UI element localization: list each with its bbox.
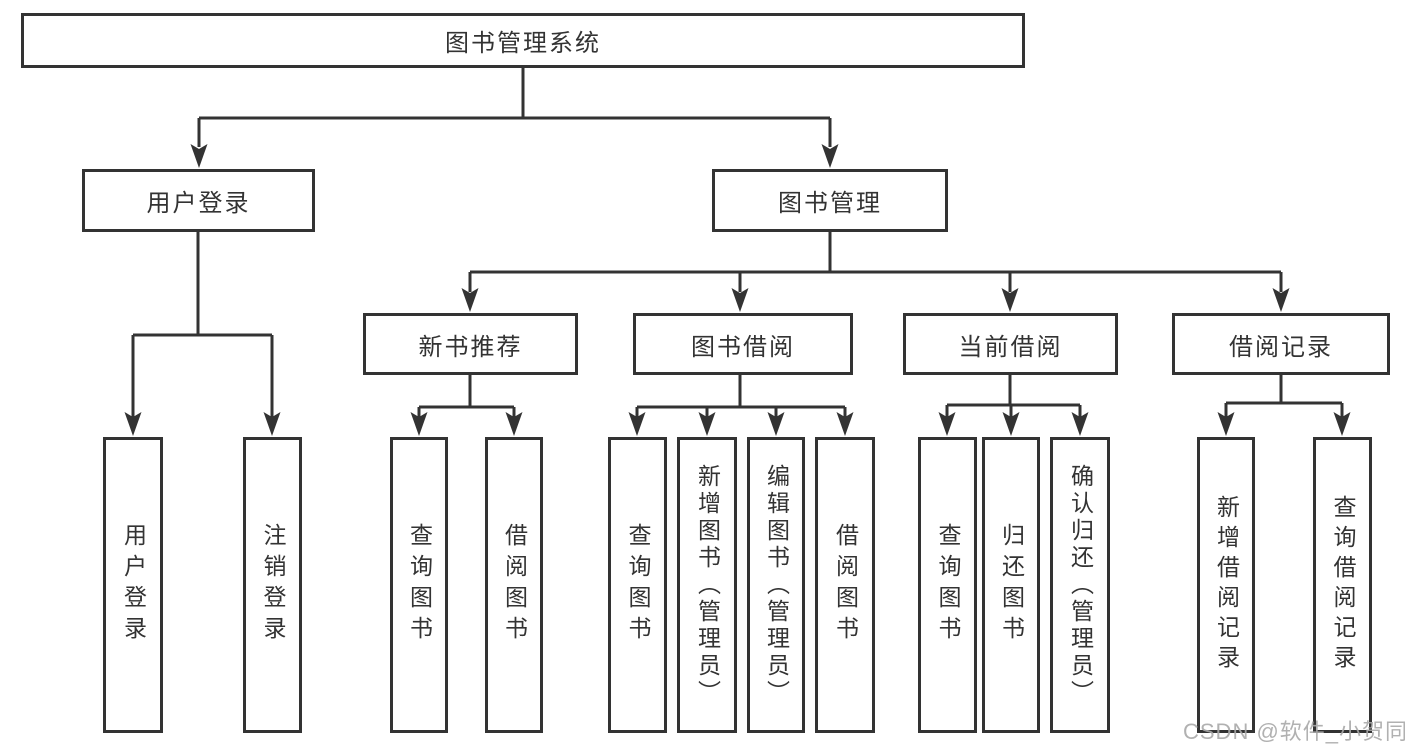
node-library-management-system: 图书管理系统 [21, 13, 1025, 68]
leaf-label: 归还图书 [998, 523, 1025, 647]
node-label: 用户登录 [146, 190, 251, 217]
leaf-label: 借阅图书 [832, 523, 859, 647]
leaf-query-books-current: 查询图书 [918, 437, 977, 733]
leaf-user-login: 用户登录 [103, 437, 163, 733]
leaf-add-borrow-record: 新增借阅记录 [1197, 437, 1255, 733]
node-label: 图书管理系统 [445, 30, 601, 57]
leaf-label: 查询图书 [935, 523, 961, 647]
leaf-add-books-admin: 新增图书（管理员） [677, 437, 737, 733]
node-current-borrowing: 当前借阅 [903, 313, 1118, 375]
leaf-borrow-books: 借阅图书 [815, 437, 875, 733]
csdn-watermark: CSDN @软件_小贺同学 [1183, 719, 1405, 744]
leaf-logout: 注销登录 [243, 437, 302, 733]
leaf-label: 借阅图书 [501, 523, 528, 647]
leaf-label: 确认归还（管理员） [1067, 463, 1094, 707]
leaf-query-borrow-record: 查询借阅记录 [1313, 437, 1372, 733]
node-label: 新书推荐 [418, 333, 523, 361]
node-label: 图书借阅 [691, 333, 795, 361]
node-label: 当前借阅 [958, 333, 1063, 361]
node-new-book-recommendation: 新书推荐 [363, 313, 578, 375]
node-label: 图书管理 [778, 190, 882, 217]
leaf-label: 查询借阅记录 [1330, 495, 1356, 675]
node-book-management: 图书管理 [712, 169, 948, 232]
leaf-label: 查询图书 [406, 523, 433, 647]
leaf-query-books-borrowing: 查询图书 [608, 437, 667, 733]
node-borrowing-records: 借阅记录 [1172, 313, 1390, 375]
node-label: 借阅记录 [1229, 333, 1333, 361]
leaf-label: 用户登录 [120, 523, 147, 647]
leaf-label: 新增借阅记录 [1213, 495, 1240, 675]
node-user-login: 用户登录 [82, 169, 315, 232]
leaf-borrow-books-recommend: 借阅图书 [485, 437, 543, 733]
node-book-borrowing: 图书借阅 [633, 313, 853, 375]
leaf-confirm-return-admin: 确认归还（管理员） [1050, 437, 1110, 733]
leaf-query-books-recommend: 查询图书 [390, 437, 448, 733]
leaf-label: 注销登录 [260, 523, 286, 647]
leaf-return-books: 归还图书 [982, 437, 1040, 733]
leaf-label: 查询图书 [625, 523, 651, 647]
leaf-label: 新增图书（管理员） [694, 463, 721, 707]
leaf-edit-books-admin: 编辑图书（管理员） [747, 437, 805, 733]
leaf-label: 编辑图书（管理员） [763, 463, 790, 707]
